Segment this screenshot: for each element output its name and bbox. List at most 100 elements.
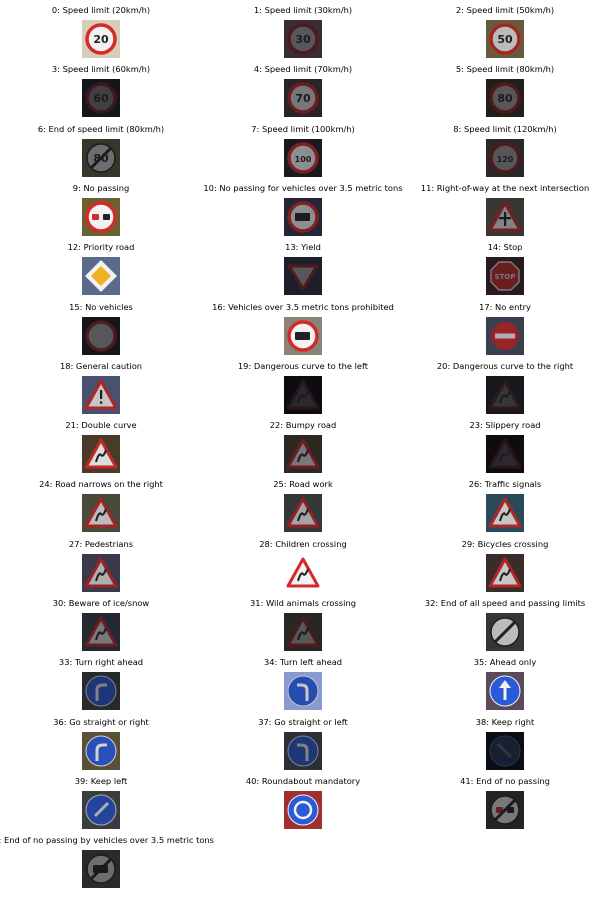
sign-label: 27: Pedestrians <box>68 538 134 549</box>
sign-cell: 24: Road narrows on the right <box>0 474 202 533</box>
sign-cell: 35: Ahead only <box>404 652 606 711</box>
sign-label: 32: End of all speed and passing limits <box>424 598 586 608</box>
sign-thumbnail <box>82 257 120 296</box>
sign-thumbnail <box>284 672 322 711</box>
svg-text:100: 100 <box>295 155 312 164</box>
sign-label: 14: Stop <box>487 242 523 253</box>
end-no-passing-icon <box>486 790 524 829</box>
sign-cell: 16: Vehicles over 3.5 metric tons prohib… <box>202 297 404 356</box>
sign-cell: 3: Speed limit (60km/h)60 <box>0 59 202 118</box>
sign-thumbnail <box>284 257 322 296</box>
sign-thumbnail <box>486 494 524 533</box>
sign-thumbnail <box>284 613 322 651</box>
sign-thumbnail <box>284 375 322 414</box>
general-caution-icon <box>82 375 120 414</box>
svg-text:120: 120 <box>497 155 514 164</box>
sign-label: 6: End of speed limit (80km/h) <box>37 123 165 134</box>
sign-label: 9: No passing <box>72 182 130 193</box>
road-work-icon <box>284 494 322 533</box>
sign-cell: 40: Roundabout mandatory <box>202 771 404 830</box>
sign-cell: 27: Pedestrians <box>0 534 202 593</box>
end-speed-limit-icon: 80 <box>82 138 120 177</box>
keep-right-icon <box>486 731 524 770</box>
sign-cell: 15: No vehicles <box>0 297 202 356</box>
sign-label: 34: Turn left ahead <box>263 657 343 668</box>
sign-thumbnail <box>284 197 322 236</box>
sign-cell: 42: End of no passing by vehicles over 3… <box>0 830 214 889</box>
sign-thumbnail <box>284 731 322 770</box>
sign-thumbnail: STOP <box>486 257 524 296</box>
sign-label: 5: Speed limit (80km/h) <box>455 64 555 75</box>
sign-label: 18: General caution <box>59 360 143 371</box>
sign-thumbnail <box>82 375 120 414</box>
sign-label: 31: Wild animals crossing <box>250 598 356 608</box>
bicycles-crossing-icon <box>486 553 524 592</box>
sign-label: 1: Speed limit (30km/h) <box>253 5 353 15</box>
sign-thumbnail <box>82 731 120 770</box>
sign-thumbnail <box>486 553 524 592</box>
sign-thumbnail: 60 <box>82 79 120 118</box>
sign-cell: 1: Speed limit (30km/h) 30 <box>202 0 404 59</box>
sign-label: 36: Go straight or right <box>53 716 149 727</box>
wild-animals-icon <box>284 613 322 651</box>
sign-label: 38: Keep right <box>475 716 535 727</box>
sign-label: 19: Dangerous curve to the left <box>237 360 369 371</box>
sign-cell: 12: Priority road <box>0 237 202 296</box>
sign-label: 24: Road narrows on the right <box>39 479 163 490</box>
svg-text:STOP: STOP <box>495 273 516 281</box>
straight-or-left-icon <box>284 731 322 770</box>
speed-limit-icon: 20 <box>82 20 120 58</box>
sign-cell: 10: No passing for vehicles over 3.5 met… <box>202 178 404 237</box>
sign-thumbnail <box>284 316 322 355</box>
sign-cell: 28: Children crossing <box>202 534 404 593</box>
svg-text:20: 20 <box>93 33 109 46</box>
sign-label: 4: Speed limit (70km/h) <box>253 64 353 75</box>
trucks-prohibited-icon <box>284 316 322 355</box>
sign-thumbnail <box>82 790 120 829</box>
sign-cell: 29: Bicycles crossing <box>404 534 606 593</box>
no-passing-trucks-icon <box>284 197 322 236</box>
sign-cell: 33: Turn right ahead <box>0 652 202 711</box>
double-curve-icon <box>82 435 120 474</box>
sign-thumbnail <box>486 613 524 651</box>
sign-thumbnail: 30 <box>284 20 322 58</box>
sign-cell: 22: Bumpy road <box>202 415 404 474</box>
sign-cell: 19: Dangerous curve to the left <box>202 356 404 415</box>
pedestrians-icon <box>82 553 120 592</box>
sign-label: 28: Children crossing <box>259 538 347 549</box>
sign-thumbnail <box>82 850 120 889</box>
sign-label: 10: No passing for vehicles over 3.5 met… <box>203 182 403 193</box>
sign-thumbnail: 80 <box>82 138 120 177</box>
sign-label: 33: Turn right ahead <box>58 657 144 668</box>
end-no-passing-trucks-icon <box>82 850 120 889</box>
sign-thumbnail: 20 <box>82 20 120 58</box>
speed-limit-icon: 70 <box>284 79 322 118</box>
sign-label: 7: Speed limit (100km/h) <box>251 123 355 134</box>
svg-text:30: 30 <box>295 33 311 46</box>
sign-cell: 31: Wild animals crossing <box>202 593 404 652</box>
curve-right-icon <box>486 375 524 414</box>
keep-left-icon <box>82 790 120 829</box>
sign-label: 11: Right-of-way at the next intersectio… <box>420 182 590 193</box>
sign-thumbnail <box>284 553 322 592</box>
sign-cell: 25: Road work <box>202 474 404 533</box>
ahead-only-icon <box>486 672 524 711</box>
sign-thumbnail <box>82 316 120 355</box>
sign-thumbnail: 50 <box>486 20 524 58</box>
speed-limit-icon: 100 <box>284 138 322 177</box>
sign-label: 35: Ahead only <box>473 657 537 668</box>
sign-cell: 11: Right-of-way at the next intersectio… <box>404 178 606 237</box>
sign-thumbnail <box>486 375 524 414</box>
turn-right-icon <box>82 672 120 711</box>
sign-label: 40: Roundabout mandatory <box>245 775 361 786</box>
sign-cell: 2: Speed limit (50km/h)50 <box>404 0 606 59</box>
sign-label: 16: Vehicles over 3.5 metric tons prohib… <box>212 301 394 312</box>
sign-label: 30: Beware of ice/snow <box>52 598 150 608</box>
traffic-signals-icon <box>486 494 524 533</box>
sign-thumbnail <box>486 197 524 236</box>
sign-thumbnail <box>486 672 524 711</box>
sign-cell: 9: No passing <box>0 178 202 237</box>
sign-cell: 20: Dangerous curve to the right <box>404 356 606 415</box>
speed-limit-icon: 50 <box>486 20 524 58</box>
roundabout-icon <box>284 790 322 829</box>
